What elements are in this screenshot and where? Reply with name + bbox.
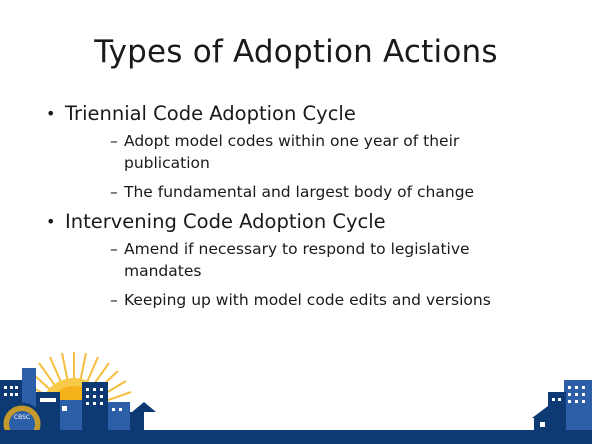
bullet-text: Intervening Code Adoption Cycle	[65, 210, 386, 233]
sub-bullet-item: – Keeping up with model code edits and v…	[46, 289, 546, 311]
bullet-list: • Triennial Code Adoption Cycle – Adopt …	[46, 102, 546, 311]
sub-bullet-line: Keeping up with model code edits and ver…	[124, 291, 491, 309]
dash-icon: –	[110, 132, 118, 150]
dash-icon: –	[110, 291, 118, 309]
dash-icon: –	[110, 183, 118, 201]
sub-bullet-line: Amend if necessary to respond to legisla…	[124, 240, 470, 258]
dash-icon: –	[110, 240, 118, 258]
bullet-item: • Triennial Code Adoption Cycle	[46, 102, 546, 126]
bottom-bar	[0, 430, 592, 444]
bullet-text: Triennial Code Adoption Cycle	[65, 102, 356, 125]
sub-bullet-line: Adopt model codes within one year of the…	[124, 132, 460, 150]
bullet-item: • Intervening Code Adoption Cycle	[46, 210, 546, 234]
bullet-dot-icon: •	[46, 104, 56, 123]
sub-bullet-line: publication	[124, 154, 210, 172]
bullet-dot-icon: •	[46, 212, 56, 231]
slide-title: Types of Adoption Actions	[94, 34, 498, 70]
sub-bullet-item: – The fundamental and largest body of ch…	[46, 181, 546, 203]
sub-bullet-line: mandates	[124, 262, 202, 280]
sub-bullet-item: – Adopt model codes within one year of t…	[46, 130, 546, 174]
svg-text:CBSC: CBSC	[14, 414, 30, 421]
sub-bullet-line: The fundamental and largest body of chan…	[124, 183, 475, 201]
sub-bullet-item: – Amend if necessary to respond to legis…	[46, 238, 546, 282]
